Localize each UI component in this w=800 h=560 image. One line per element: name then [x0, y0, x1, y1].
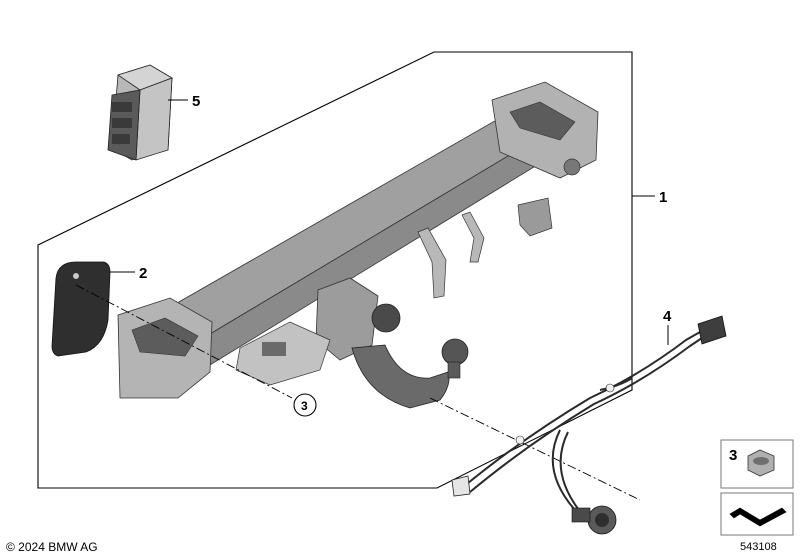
reference-line-b [429, 397, 641, 501]
callout-3-box: 3 [729, 447, 737, 464]
assembly-outline [37, 51, 633, 489]
tow-bar-assembly[interactable] [117, 81, 599, 409]
callout-4[interactable]: 4 [663, 308, 672, 325]
harness-connectors [451, 315, 727, 535]
symbol-box [720, 492, 794, 536]
wiring-harness[interactable] [461, 331, 703, 515]
callout-5[interactable]: 5 [192, 93, 200, 110]
cover-plate[interactable] [51, 261, 111, 357]
reference-line-a [75, 284, 293, 399]
callout-3-circle [293, 393, 317, 417]
callout-2[interactable]: 2 [139, 265, 147, 282]
copyright: © 2024 BMW AG [6, 540, 98, 554]
callout-3-ref[interactable]: 3 [301, 399, 308, 413]
image-number: 543108 [740, 541, 777, 553]
control-unit-module[interactable] [107, 64, 173, 161]
callout-1[interactable]: 1 [659, 189, 667, 206]
nut-box[interactable]: 3 [720, 439, 794, 489]
